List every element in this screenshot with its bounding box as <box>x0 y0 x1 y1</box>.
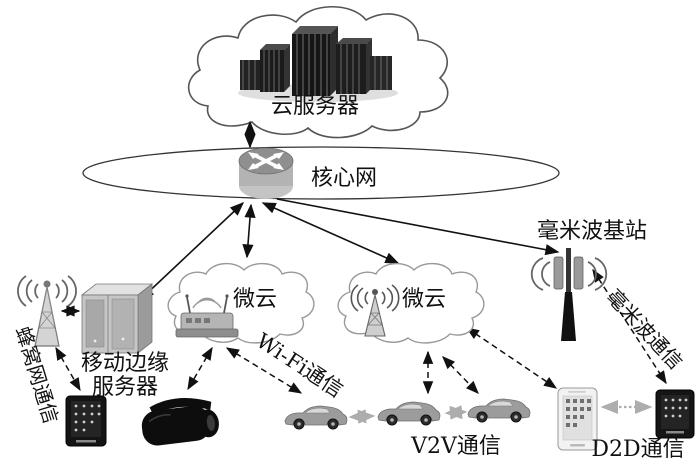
p2p-links <box>348 399 653 424</box>
mmwave-link-label: 毫米波通信 <box>602 285 688 375</box>
cloudlet-right-node: 微云 <box>337 262 485 344</box>
v2v-link-label: V2V通信 <box>410 434 501 459</box>
link-cloudlet2-car3 <box>442 356 479 394</box>
core-network-node: 核心网 <box>82 146 560 200</box>
vr-headset-icon <box>141 398 219 446</box>
link-cloudlet-vr <box>187 346 213 391</box>
cloudlet-left-node: 微云 <box>167 262 315 344</box>
core-router-icon <box>238 147 294 199</box>
cloud-server-node: 云服务器 <box>187 5 449 139</box>
mmwave-base-station-node: 毫米波基站 <box>530 219 647 341</box>
small-cell-antenna-icon <box>350 284 400 337</box>
car-3-icon <box>467 398 531 423</box>
mmwave-base-station-label: 毫米波基站 <box>537 219 647 244</box>
d2d-link-label: D2D通信 <box>591 437 684 462</box>
cloud-server-label: 云服务器 <box>271 94 359 119</box>
tablet-left-icon <box>65 395 107 447</box>
link-core-cloudlet-right <box>261 202 400 264</box>
cellular-tower-icon <box>17 275 77 347</box>
cloudlet-left-label: 微云 <box>233 287 277 312</box>
edge-server-icon <box>80 283 154 354</box>
wifi-router-icon <box>175 294 239 338</box>
car-2-icon <box>377 401 441 426</box>
link-tower-tablet <box>55 346 81 392</box>
link-v2v-1 <box>348 409 376 424</box>
smartphone-icon <box>557 387 598 451</box>
link-v2v-2 <box>444 405 468 420</box>
wireless-links <box>55 268 667 395</box>
edge-server-label-line1: 移动边缘 <box>81 351 169 376</box>
link-core-edgeserver <box>139 202 245 300</box>
backbone-links <box>60 120 560 317</box>
link-core-basestation <box>276 198 560 256</box>
tablet-right-icon <box>655 389 695 439</box>
cloudlet-right-label: 微云 <box>402 287 446 312</box>
core-network-label: 核心网 <box>311 166 377 191</box>
link-cloudlet2-phone <box>465 327 558 389</box>
server-buildings-icon <box>238 26 398 102</box>
wifi-link-label: Wi-Fi通信 <box>252 329 348 403</box>
link-core-cloudlet-left <box>242 203 256 259</box>
mmwave-antenna-icon <box>530 248 608 341</box>
car-1-icon <box>284 405 348 430</box>
link-basestation-tablet2-mmwave <box>592 268 667 385</box>
link-cloudlet-car1-wifi <box>225 347 303 394</box>
